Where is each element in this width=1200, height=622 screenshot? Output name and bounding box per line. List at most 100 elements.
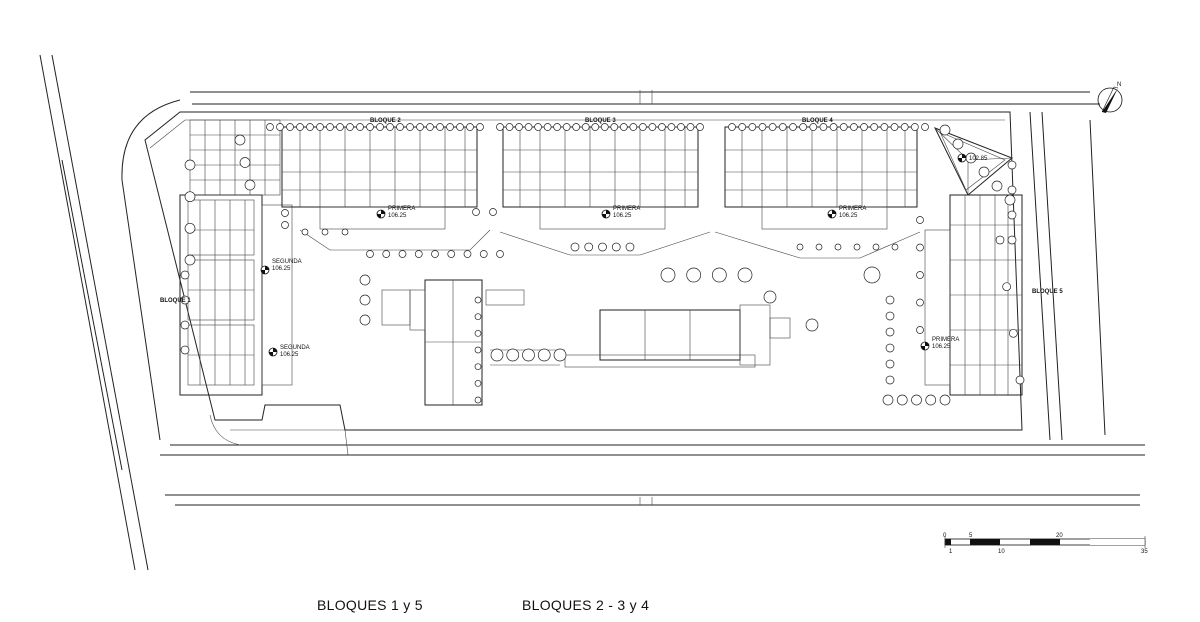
- tree-symbol: [476, 123, 484, 131]
- tree-symbol: [505, 123, 514, 131]
- level-name: SEGUNDA: [280, 345, 310, 351]
- level-marker-segunda-2: SEGUNDA 106.25: [268, 345, 310, 358]
- tree-symbol: [474, 296, 482, 304]
- tree-symbol: [639, 123, 647, 131]
- tree-symbol: [885, 375, 895, 385]
- tree-symbol: [466, 123, 474, 131]
- tree-symbol: [1007, 235, 1017, 245]
- tree-symbol: [446, 123, 454, 131]
- tree-symbol: [880, 123, 889, 131]
- tree-symbol: [515, 123, 523, 131]
- tree-symbol: [911, 394, 922, 406]
- tree-symbol: [1002, 282, 1012, 292]
- tree-symbol: [925, 394, 937, 406]
- level-marker-segunda-1: SEGUNDA 106.25: [260, 259, 302, 275]
- tree-symbol: [359, 294, 371, 306]
- block-4: [714, 126, 921, 259]
- tree-symbol: [553, 123, 561, 131]
- tree-symbol: [386, 123, 394, 131]
- nw-plaza: [189, 119, 281, 196]
- tree-symbol: [286, 123, 294, 131]
- block-1: [179, 194, 293, 396]
- tree-symbol: [359, 314, 371, 326]
- tree-symbol: [1007, 210, 1017, 220]
- tree-symbol: [978, 166, 990, 178]
- tree-rows: [180, 123, 1025, 406]
- tree-symbol: [534, 123, 542, 131]
- block-label-3: BLOQUE 3: [585, 118, 616, 124]
- north-arrow-icon: N: [1097, 82, 1123, 113]
- tree-symbol: [916, 243, 924, 252]
- block-2: [281, 126, 491, 251]
- tree-symbol: [921, 123, 929, 131]
- tree-symbol: [763, 290, 777, 304]
- tree-symbol: [885, 311, 895, 321]
- tree-symbol: [436, 123, 444, 131]
- tree-symbol: [916, 271, 924, 279]
- tree-symbol: [667, 123, 676, 131]
- tree-symbol: [738, 123, 747, 131]
- tree-symbol: [524, 123, 533, 131]
- tree-symbol: [686, 267, 702, 283]
- scale-tick-top: 20: [1056, 533, 1063, 539]
- tree-symbol: [610, 123, 619, 131]
- tree-symbol: [686, 123, 695, 131]
- tree-symbol: [1015, 375, 1025, 385]
- tree-symbol: [910, 123, 919, 131]
- tree-symbol: [281, 209, 289, 217]
- tree-symbol: [336, 123, 344, 131]
- tree-symbol: [995, 235, 1005, 245]
- tree-symbol: [306, 123, 314, 131]
- block-3: [499, 126, 711, 256]
- tree-symbol: [180, 320, 190, 330]
- tree-symbol: [916, 326, 924, 334]
- level-value: 102.85: [969, 156, 988, 162]
- tree-symbol: [244, 179, 256, 191]
- tree-symbol: [463, 250, 472, 258]
- level-marker-plaza: 102.85: [957, 153, 988, 163]
- tree-symbol: [474, 396, 482, 404]
- tree-symbol: [447, 250, 456, 258]
- block-label-5: BLOQUE 5: [1032, 289, 1063, 295]
- tree-symbol: [474, 313, 482, 321]
- tree-symbol: [496, 123, 504, 131]
- tree-symbol: [711, 267, 727, 283]
- tree-symbol: [778, 123, 787, 131]
- tree-symbol: [1007, 185, 1017, 195]
- tree-symbol: [553, 348, 567, 362]
- tree-symbol: [276, 123, 284, 131]
- tree-symbol: [490, 348, 504, 362]
- tree-symbol: [398, 250, 407, 258]
- tree-symbol: [184, 222, 196, 234]
- tree-symbol: [396, 123, 404, 131]
- scale-tick-bottom: 10: [998, 549, 1005, 555]
- tree-symbol: [885, 295, 895, 305]
- tree-symbol: [474, 346, 482, 354]
- tree-symbol: [1008, 328, 1018, 338]
- tree-symbol: [809, 123, 818, 131]
- tree-symbol: [414, 250, 423, 258]
- tree-symbol: [456, 123, 464, 131]
- tree-symbol: [916, 216, 924, 224]
- level-value: 106.25: [613, 213, 632, 219]
- tree-symbol: [853, 243, 861, 251]
- courtyard: [381, 279, 791, 406]
- tree-symbol: [180, 295, 190, 305]
- caption-bloques-2-3-4: BLOQUES 2 - 3 y 4: [522, 597, 650, 613]
- tree-symbol: [660, 267, 676, 283]
- tree-symbol: [916, 298, 924, 307]
- tree-symbol: [296, 123, 304, 131]
- tree-symbol: [939, 124, 951, 136]
- tree-symbol: [496, 250, 504, 258]
- block-label-1: BLOQUE 1: [160, 298, 191, 304]
- tree-symbol: [406, 123, 414, 131]
- plot-boundary: [144, 111, 1023, 431]
- tree-symbol: [619, 123, 628, 131]
- level-marker-primera-b4: PRIMERA 106.25: [827, 206, 866, 219]
- tree-symbol: [885, 343, 895, 353]
- tree-symbol: [885, 327, 895, 337]
- tree-symbol: [382, 250, 391, 258]
- tree-symbol: [537, 348, 551, 362]
- tree-symbol: [416, 123, 424, 131]
